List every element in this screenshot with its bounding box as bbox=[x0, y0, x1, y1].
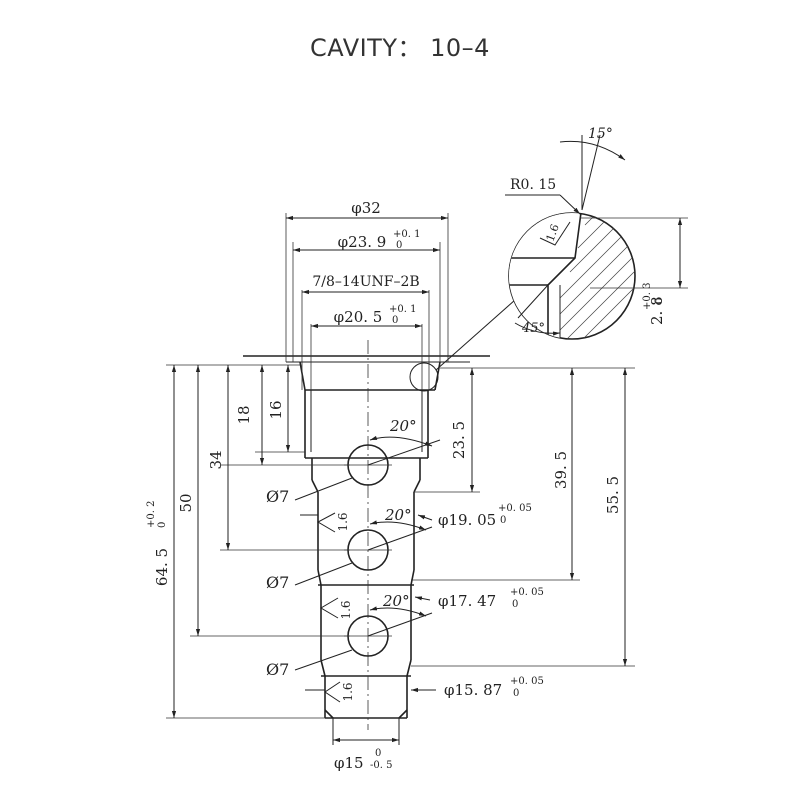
dim-d17-47-tol-low: 0 bbox=[512, 599, 518, 610]
detail-roughness: 1.6 bbox=[544, 222, 562, 243]
dim-h39-5: 39. 5 bbox=[552, 451, 570, 489]
dim-h64-5-tol-up: +0. 2 bbox=[146, 501, 157, 528]
detail-depth-tol-up: +0. 3 bbox=[642, 283, 653, 310]
hole-2-label: Ø7 bbox=[266, 573, 289, 592]
angle-3-label: 20° bbox=[382, 592, 410, 610]
page-title: CAVITY： 10–4 bbox=[310, 34, 490, 62]
dim-d23-9: φ23. 9 bbox=[338, 233, 387, 251]
dim-d20-5-tol-up: +0. 1 bbox=[389, 304, 416, 315]
dim-d23-9-tol-low: 0 bbox=[396, 240, 402, 251]
dim-h64-5: 64. 5 bbox=[153, 548, 171, 586]
left-dimensions bbox=[166, 364, 350, 719]
hole-3-label: Ø7 bbox=[266, 660, 289, 679]
dim-h50: 50 bbox=[177, 493, 195, 512]
dim-d20-5: φ20. 5 bbox=[334, 308, 383, 326]
dim-d15-tol-low: -0. 5 bbox=[370, 760, 392, 771]
dim-d17-47-tol-up: +0. 05 bbox=[510, 587, 544, 598]
dim-d15: φ15 bbox=[334, 754, 364, 772]
roughness-2: 1.6 bbox=[339, 600, 353, 619]
angle-1-label: 20° bbox=[389, 417, 417, 435]
dim-d15-87-tol-up: +0. 05 bbox=[510, 676, 544, 687]
roughness-1: 1.6 bbox=[336, 512, 350, 531]
dim-thread: 7/8–14UNF–2B bbox=[312, 274, 419, 290]
dim-d15-87: φ15. 87 bbox=[444, 681, 502, 699]
dim-h16: 16 bbox=[267, 400, 285, 419]
dim-h34: 34 bbox=[207, 450, 225, 469]
dim-h18: 18 bbox=[235, 405, 253, 424]
detail-radius: R0. 15 bbox=[510, 177, 556, 193]
dim-h23-5: 23. 5 bbox=[450, 421, 468, 459]
dim-d17-47: φ17. 47 bbox=[438, 592, 496, 610]
dim-d19-05: φ19. 05 bbox=[438, 511, 496, 529]
hole-leaders bbox=[294, 435, 441, 671]
detail-depth-tol-low: 0 bbox=[654, 298, 665, 304]
dim-d19-05-tol-low: 0 bbox=[500, 515, 506, 526]
hole-1-label: Ø7 bbox=[266, 487, 289, 506]
dim-h55-5: 55. 5 bbox=[604, 476, 622, 514]
roughness-3: 1.6 bbox=[341, 682, 355, 701]
dim-d15-tol-up: 0 bbox=[375, 748, 381, 759]
diameter-callouts bbox=[300, 514, 436, 743]
detail-depth: 2. 8 bbox=[648, 296, 666, 325]
roughness-symbols bbox=[316, 512, 341, 703]
dim-d32: φ32 bbox=[351, 199, 381, 217]
dim-h64-5-tol-low: 0 bbox=[157, 522, 168, 528]
top-dimensions bbox=[285, 213, 449, 390]
cavity-outline bbox=[243, 340, 490, 745]
detail-callout bbox=[409, 299, 516, 392]
dim-d19-05-tol-up: +0. 05 bbox=[498, 503, 532, 514]
dim-d23-9-tol-up: +0. 1 bbox=[393, 229, 420, 240]
detail-angle-top: 15° bbox=[588, 126, 613, 142]
dim-d15-87-tol-low: 0 bbox=[513, 688, 519, 699]
angle-2-label: 20° bbox=[384, 506, 412, 524]
detail-angle-bottom: 45° bbox=[521, 321, 545, 336]
right-dimensions bbox=[411, 367, 635, 667]
dim-d20-5-tol-low: 0 bbox=[392, 315, 398, 326]
